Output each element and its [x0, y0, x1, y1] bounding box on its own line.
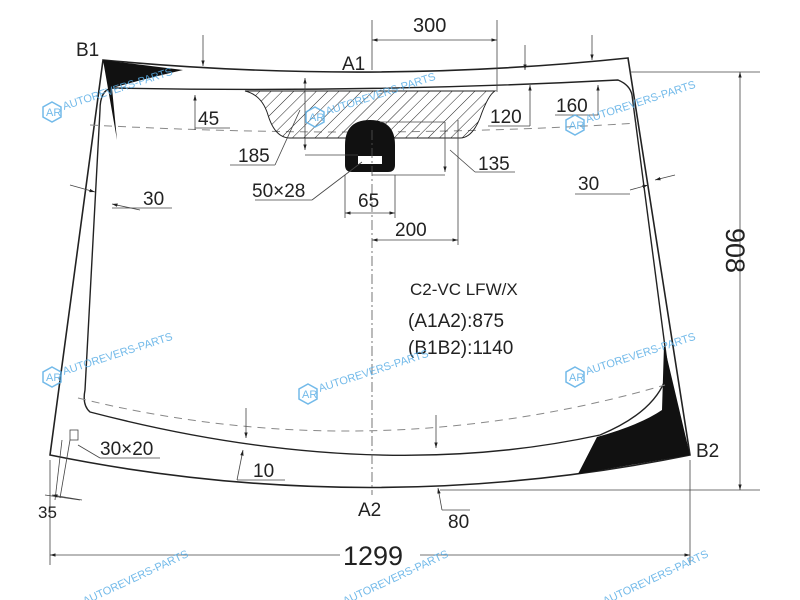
dim-35: 35 — [38, 503, 57, 522]
dim-1299: 1299 — [343, 541, 403, 571]
svg-text:AR: AR — [309, 112, 324, 124]
dim-30-left: 30 — [143, 189, 164, 210]
dim-120: 120 — [490, 107, 522, 128]
model-code: C2-VC LFW/X — [410, 280, 518, 299]
label-b1: B1 — [76, 40, 99, 61]
inner-edge — [83, 79, 669, 456]
dim-80: 80 — [448, 512, 469, 533]
dim-908: 908 — [720, 228, 750, 273]
dashed-bottom — [77, 384, 666, 432]
svg-text:AR: AR — [302, 389, 317, 401]
svg-text:AUTOREVERS-PARTS: AUTOREVERS-PARTS — [601, 548, 710, 600]
dim-300: 300 — [413, 15, 446, 37]
dim-10: 10 — [253, 461, 274, 482]
dashed-top — [89, 122, 639, 133]
label-b2: B2 — [696, 441, 719, 462]
dim-185: 185 — [238, 146, 270, 167]
svg-text:AR: AR — [569, 120, 584, 132]
sensor-area — [345, 120, 395, 172]
dim-30x20: 30×20 — [100, 439, 153, 460]
marking-30x20 — [69, 429, 79, 441]
dim-50x28: 50×28 — [252, 181, 305, 202]
svg-text:AR: AR — [46, 372, 61, 384]
black-corner-b2 — [578, 345, 690, 474]
svg-text:AR: AR — [569, 372, 584, 384]
hatched-area — [244, 90, 497, 139]
label-a2: A2 — [358, 500, 381, 521]
dim-200: 200 — [395, 220, 427, 241]
svg-text:AUTOREVERS-PARTS: AUTOREVERS-PARTS — [81, 548, 190, 600]
black-corner-b1 — [103, 60, 183, 140]
svg-text:AR: AR — [46, 107, 61, 119]
label-a1: A1 — [342, 54, 365, 75]
dim-65: 65 — [358, 191, 379, 212]
dim-30-right: 30 — [578, 174, 599, 195]
diagonal-a1a2: (A1A2):875 — [408, 311, 504, 332]
dim-45: 45 — [198, 109, 219, 130]
sensor-window — [358, 156, 382, 164]
diagonal-b1b2: (B1B2):1140 — [408, 338, 513, 359]
dim-135: 135 — [478, 154, 510, 175]
glass-outline — [49, 57, 691, 489]
dim-160: 160 — [556, 96, 588, 117]
